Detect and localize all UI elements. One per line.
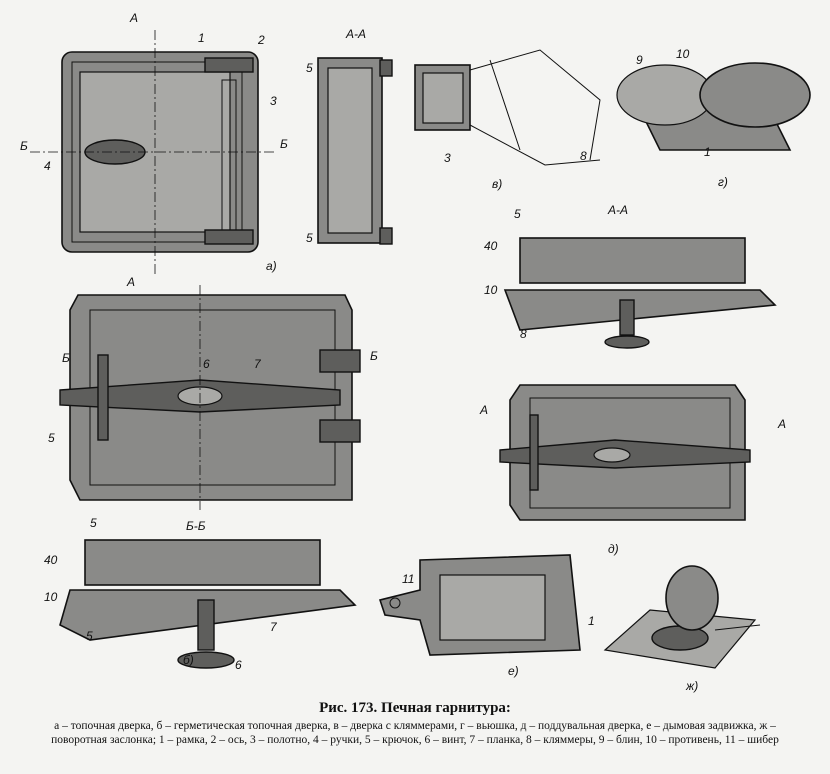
drawing-label: в) <box>492 177 502 191</box>
view-zh-rotary-damper: ж) <box>603 565 761 693</box>
drawing-label: 5 <box>306 231 313 245</box>
drawing-label: 10 <box>44 590 58 604</box>
drawing-label: а) <box>266 259 277 273</box>
drawing-label: Б <box>280 137 288 151</box>
drawing-label: б) <box>183 653 194 667</box>
drawing-label: 8 <box>520 327 527 341</box>
drawing-label: 5 <box>306 61 313 75</box>
drawing-label: 3 <box>270 94 277 108</box>
drawing-label: 7 <box>254 357 262 371</box>
drawing-label: 9 <box>636 53 643 67</box>
drawing-label: 10 <box>676 47 690 61</box>
drawing-label: А <box>479 403 488 417</box>
drawing-label: 2 <box>257 33 265 47</box>
drawing-label: 40 <box>484 239 498 253</box>
drawing-label: Б <box>20 139 28 153</box>
drawing-label: А <box>129 11 138 25</box>
drawing-label: 11 <box>402 572 414 586</box>
section-a-a-right: А-А 5 40 10 8 <box>484 203 777 349</box>
view-v-door-with-clamps: 3 8 в) <box>414 49 601 191</box>
drawing-label: 7 <box>270 620 278 634</box>
drawing-label: А <box>126 275 135 289</box>
drawing-label: А-А <box>345 27 366 41</box>
view-d-ash-pit-door: А А д) <box>479 384 786 556</box>
drawing-label: 5 <box>48 431 55 445</box>
drawing-label: 4 <box>44 159 51 173</box>
drawing-label: 8 <box>580 149 587 163</box>
drawing-label: Б <box>370 349 378 363</box>
technical-drawing: А А Б Б 1 2 3 4 а) А-А 5 5 3 8 в) 9 10 1… <box>20 11 811 693</box>
drawing-label: 6 <box>235 658 242 672</box>
drawing-label: 3 <box>444 151 451 165</box>
drawing-label: 5 <box>86 629 93 643</box>
drawing-label: 1 <box>198 31 205 45</box>
drawing-label: 10 <box>484 283 498 297</box>
section-b-b: Б-Б 5 40 10 5 7 6 б) <box>44 516 357 672</box>
drawing-label: г) <box>718 175 728 189</box>
drawing-label: е) <box>508 664 519 678</box>
figure-caption: Рис. 173. Печная гарнитура: а – топочная… <box>40 700 790 747</box>
drawing-label: д) <box>608 542 619 556</box>
drawing-label: Б-Б <box>186 519 206 533</box>
drawing-label: А <box>777 417 786 431</box>
section-a-a-top: А-А 5 5 <box>306 27 393 245</box>
drawing-label: ж) <box>685 679 698 693</box>
drawing-label: 5 <box>90 516 97 530</box>
drawing-label: Б <box>62 351 70 365</box>
view-b-sealed-firebox-door: Б Б 6 7 5 <box>48 285 378 510</box>
drawing-label: 40 <box>44 553 58 567</box>
drawing-label: А-А <box>607 203 628 217</box>
view-a-firebox-door: А А Б Б 1 2 3 4 а) <box>20 11 288 289</box>
caption-title: Рис. 173. Печная гарнитура: <box>319 700 511 716</box>
caption-legend: а – топочная дверка, б – герметическая т… <box>51 720 779 746</box>
drawing-label: 1 <box>588 614 595 628</box>
view-e-smoke-damper: 11 1 е) <box>378 554 595 678</box>
drawing-label: 6 <box>203 357 210 371</box>
drawing-label: 1 <box>704 145 711 159</box>
drawing-label: 5 <box>514 207 521 221</box>
view-g-damper-plates: 9 10 1 г) <box>616 47 811 189</box>
